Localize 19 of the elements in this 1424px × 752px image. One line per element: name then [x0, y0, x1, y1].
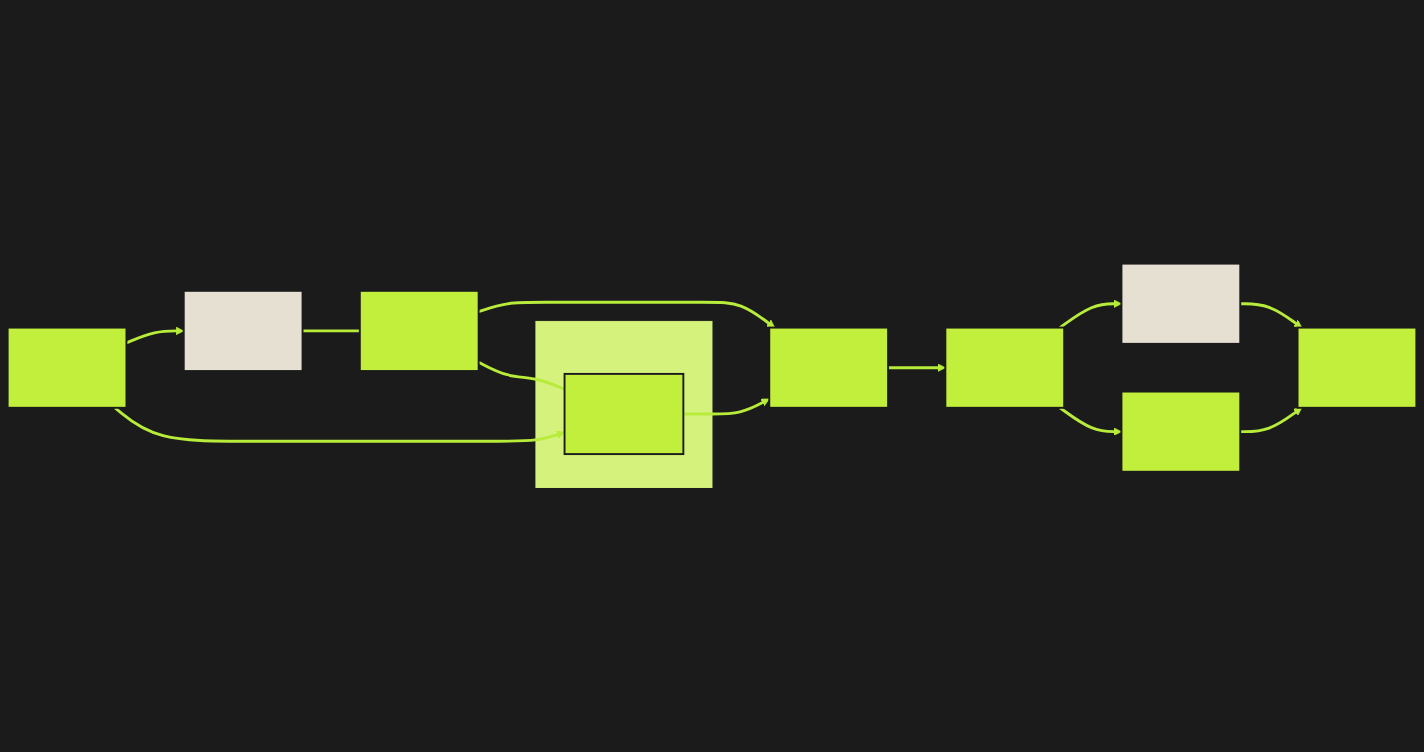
connector — [302, 329, 360, 333]
arrow — [1059, 407, 1122, 437]
node-box — [1120, 263, 1242, 346]
node-box — [1296, 327, 1418, 410]
node-box — [1120, 391, 1242, 474]
node-box — [563, 373, 685, 456]
cluster — [535, 321, 713, 489]
arrow — [888, 363, 946, 373]
arrow — [1240, 302, 1303, 329]
arrow — [1240, 407, 1303, 434]
arrow — [114, 407, 565, 444]
arrow — [478, 301, 776, 329]
node-box — [768, 327, 890, 410]
arrow — [683, 398, 770, 416]
arrow — [1059, 299, 1122, 330]
node-box — [182, 290, 304, 373]
node-box — [358, 290, 480, 373]
node-box — [6, 327, 128, 410]
node-box — [944, 327, 1066, 410]
